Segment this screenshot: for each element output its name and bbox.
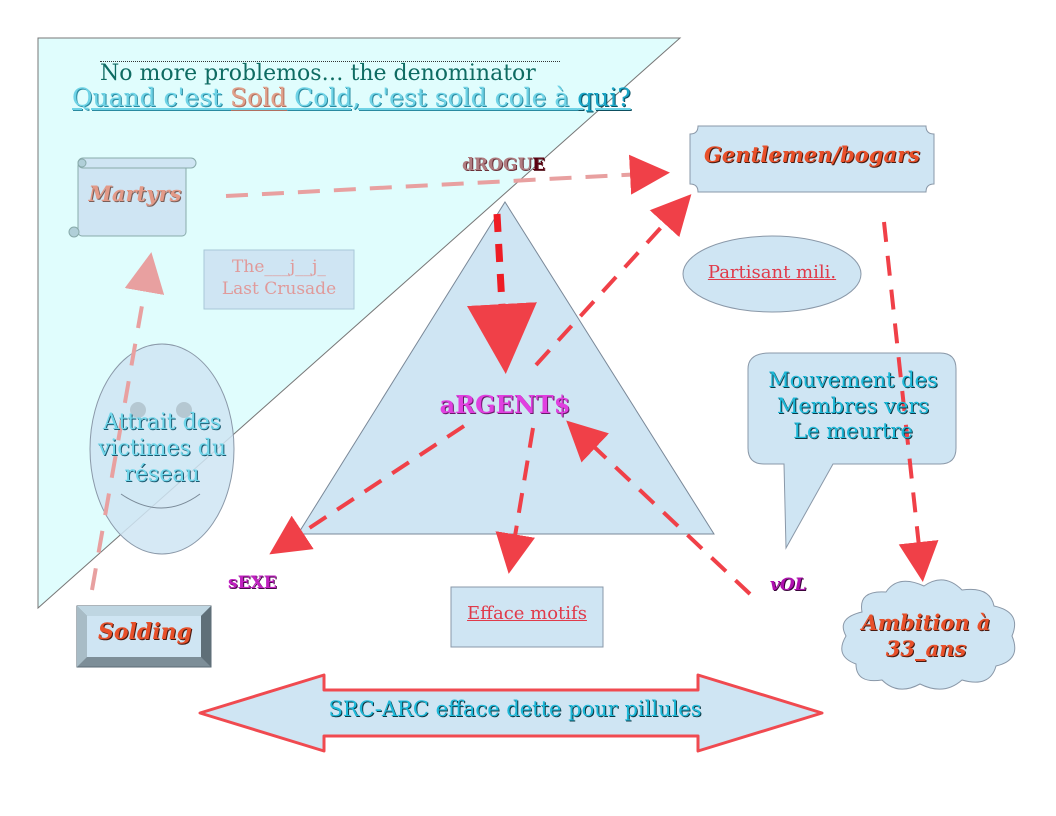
vol-label: vOL xyxy=(770,575,807,595)
martyrs-label: Martyrs xyxy=(88,181,182,206)
mouvement-line-1: Mouvement des xyxy=(768,368,938,392)
arrow-argent-to-efface xyxy=(495,427,535,574)
efface-label: Efface motifs xyxy=(467,603,587,624)
ambition-line-2: 33_ans xyxy=(885,636,967,662)
crusade-label: The___j__j_ Last Crusade xyxy=(204,256,354,300)
arrow-drogue-to-argent xyxy=(466,213,537,374)
arrow-solding-to-martyrs xyxy=(90,252,165,591)
partisant-label: Partisant mili. xyxy=(707,262,837,283)
header-line-2: Quand c'est Sold Cold, c'est sold cole à… xyxy=(72,84,672,112)
mouvement-line-3: Le meurtre xyxy=(793,419,913,444)
solding-label: Solding xyxy=(97,619,193,645)
solding-bevel-button[interactable] xyxy=(76,605,212,668)
crusade-box[interactable] xyxy=(203,249,355,310)
attrait-line-1: Attrait des xyxy=(102,410,222,435)
drogue-label: dROGUE xyxy=(462,156,545,175)
src-arc-double-arrow[interactable] xyxy=(198,673,824,753)
arrow-gentlemen-to-ambition xyxy=(882,221,939,582)
mouvement-line-2: Membres vers xyxy=(776,393,930,418)
drogue-main: dROGU xyxy=(462,155,533,175)
mouvement-label: Mouvement des Membres vers Le meurtre xyxy=(748,368,958,445)
header-qui-word: qui? xyxy=(577,83,631,112)
arrow-argent-to-gentlemen xyxy=(534,194,692,367)
ambition-cloud[interactable] xyxy=(841,579,1016,690)
ambition-line-1: Ambition à xyxy=(861,610,991,635)
crusade-line-2: Last Crusade xyxy=(221,279,337,300)
gentlemen-label: Gentlemen/bogars xyxy=(704,142,920,167)
arrow-argent-to-sexe xyxy=(269,424,466,555)
attrait-line-2: victimes du xyxy=(97,435,227,461)
drogue-end: E xyxy=(532,155,546,175)
partisant-ellipse[interactable] xyxy=(682,235,862,313)
attrait-label: Attrait des victimes du réseau xyxy=(82,410,242,488)
sexe-label: sEXE xyxy=(228,573,277,593)
argent-label: aRGENT$ xyxy=(439,390,571,419)
gentlemen-plaque[interactable] xyxy=(689,125,935,193)
attrait-line-3: réseau xyxy=(124,461,200,487)
header-sold-word: Sold xyxy=(230,83,287,112)
src-arc-label: SRC-ARC efface dette pour pillules xyxy=(328,697,702,721)
efface-box[interactable] xyxy=(450,586,604,648)
header-line-2-part2: Cold, c'est sold cole à xyxy=(286,83,578,112)
header-line-1: No more problemos… the denominator xyxy=(100,61,560,86)
martyrs-scroll-shape[interactable] xyxy=(68,157,197,238)
crusade-line-1: The___j__j_ xyxy=(232,257,326,277)
arrow-vol-to-argent xyxy=(566,420,752,596)
arrow-martyrs-to-gentlemen xyxy=(225,154,670,198)
header-line-2-part1: Quand c'est xyxy=(72,83,231,112)
ambition-label: Ambition à 33_ans xyxy=(838,610,1014,663)
